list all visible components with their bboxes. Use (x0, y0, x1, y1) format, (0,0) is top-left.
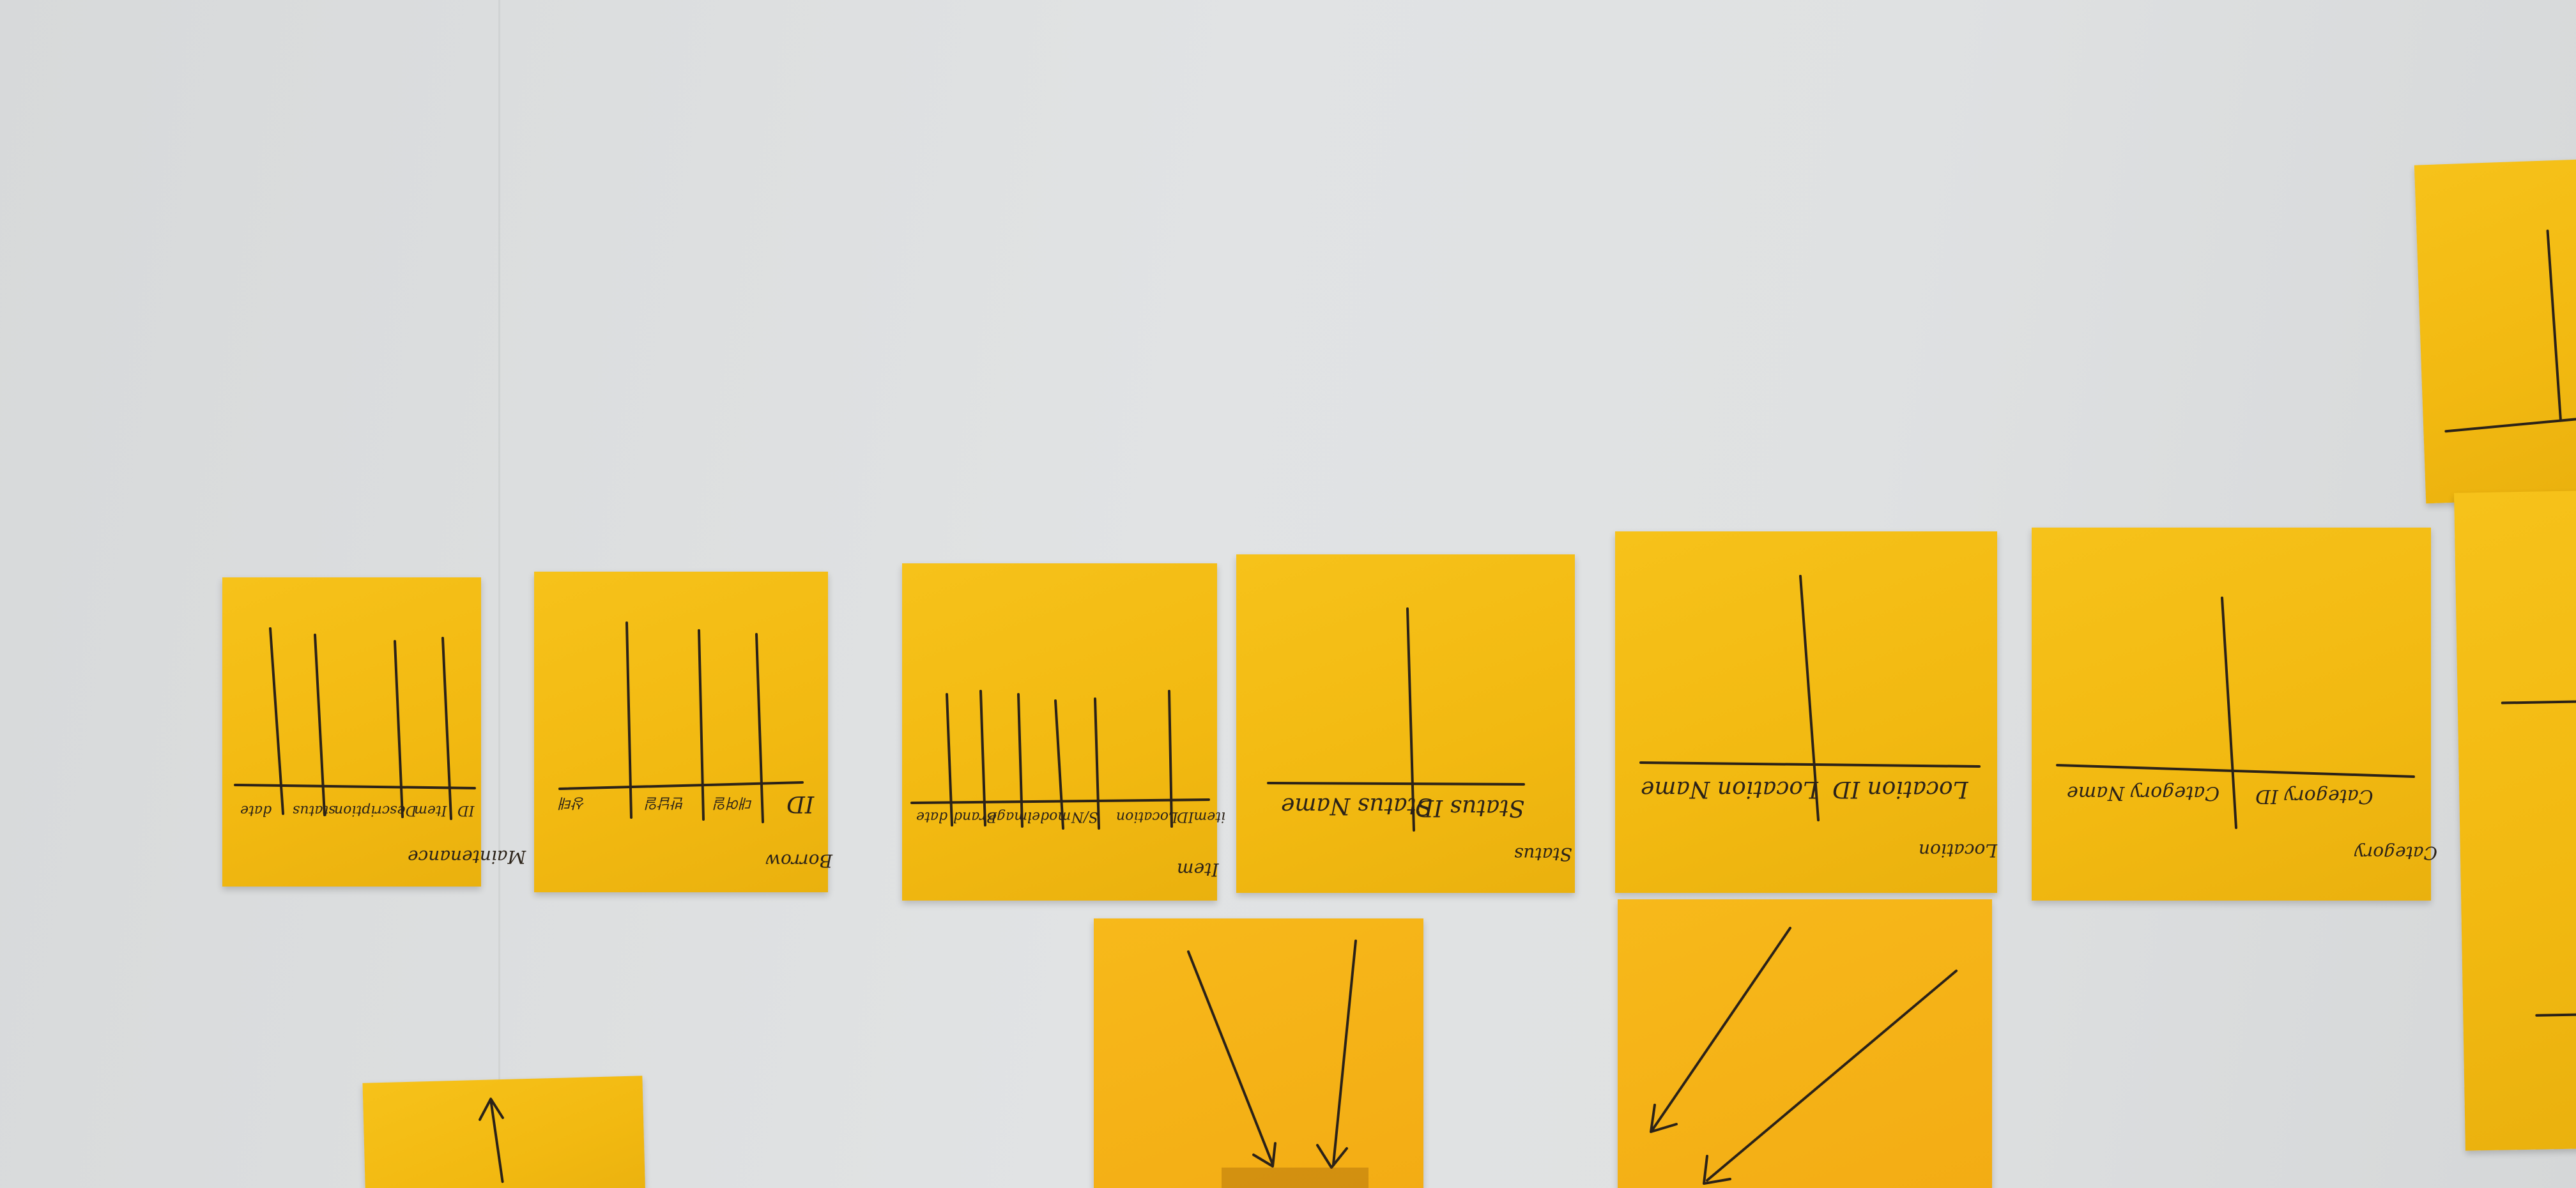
sticky-note-arrows-center (1094, 918, 1423, 1188)
sticky-note-arrow-left (362, 1076, 646, 1188)
table-sketch (558, 621, 804, 823)
sticky-note-arrows-right (1618, 899, 1992, 1188)
column-label: status (293, 802, 336, 818)
paper-seam (498, 0, 500, 1188)
column-label: date (240, 802, 272, 818)
column-label: Location ID (1832, 776, 1968, 802)
column-label: 대여일 (714, 795, 753, 811)
table-sketch (1639, 575, 1981, 821)
column-label: S/N (1071, 809, 1098, 825)
sticky-note-borrow: Borrow ID 대여일 반납일 상태 (534, 572, 832, 892)
table-sketch (2444, 229, 2576, 433)
sticky-note-item: Item itemID Location S/N model image Bra… (902, 563, 1225, 901)
sticky-note-location: Location Location ID Location Name (1615, 531, 1997, 893)
table-title: Category (2354, 842, 2437, 864)
sticky-note-partial-right-top (2414, 159, 2576, 504)
table-title: Borrow (765, 850, 833, 871)
column-label: 상태 (560, 795, 586, 811)
column-label: model (1027, 809, 1071, 825)
table-sketch (234, 627, 476, 820)
column-label: 반납일 (646, 795, 685, 811)
table-sketch (910, 690, 1210, 830)
arrow-up-icon (479, 1097, 504, 1184)
arrows-down-left-icon (1650, 927, 1958, 1185)
column-label: Location (1116, 809, 1178, 825)
column-label: Item (414, 802, 447, 818)
table-sketch (1267, 607, 1525, 832)
table-title: Status (1514, 844, 1572, 865)
table-title: Item (1177, 859, 1219, 880)
arrows-down-icon (1187, 940, 1357, 1169)
table-title: Location (1919, 840, 1997, 861)
sticky-note-maintenance: Maintenance ID Item Description status d… (222, 577, 526, 887)
table-sketch (2056, 597, 2415, 829)
column-label: Description (334, 802, 417, 818)
sticky-note-category: Category Category ID Category Name (2032, 528, 2437, 901)
column-label: Location Name (1641, 776, 1818, 802)
column-label: ID (457, 802, 475, 818)
column-label: ID (786, 791, 815, 817)
column-label: Category Name (2067, 782, 2220, 804)
column-label: itemID (1177, 809, 1226, 825)
column-label: Status Name (1281, 793, 1432, 819)
column-label: Category ID (2255, 785, 2373, 807)
table-sketch (2501, 700, 2576, 1017)
table-title: Maintenance (408, 846, 526, 867)
column-label: date (916, 809, 948, 825)
note-shadow (1222, 1168, 1368, 1188)
column-label: Brand (953, 809, 997, 825)
sticky-note-status: Status Status ID Status Name (1236, 554, 1575, 893)
sticky-note-partial-right-bottom (2454, 491, 2576, 1151)
